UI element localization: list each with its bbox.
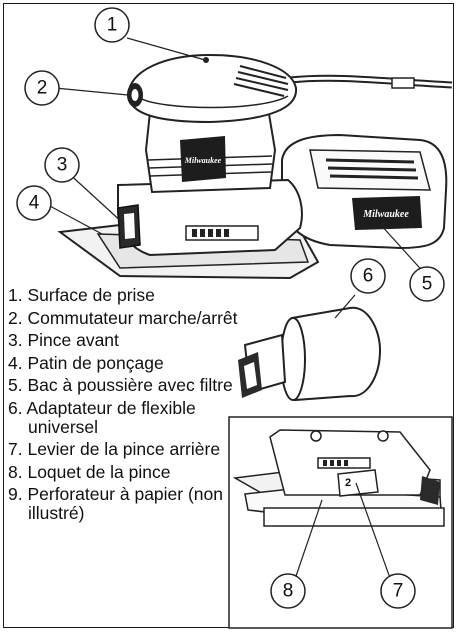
parts-list-item: 9. Perforateur à papier (non illustré) bbox=[8, 484, 223, 523]
callout-4: 4 bbox=[29, 193, 40, 214]
parts-list-item: 5. Bac à poussière avec filtre bbox=[8, 375, 233, 395]
callout-7: 7 bbox=[393, 581, 404, 602]
dust-box-logo: Milwaukee bbox=[362, 209, 409, 220]
parts-list-item: 3. Pince avant bbox=[8, 330, 119, 350]
parts-list-item: 1. Surface de prise bbox=[8, 285, 155, 305]
callout-3: 3 bbox=[57, 155, 68, 176]
sander-body bbox=[117, 178, 303, 257]
cord-strain-relief bbox=[391, 77, 415, 89]
grip-texture bbox=[233, 65, 289, 97]
parts-list-item: 2. Commutateur marche/arrêt bbox=[8, 307, 238, 328]
parts-list-item: 6. Adaptateur de flexible universel bbox=[8, 397, 196, 437]
callout-5: 5 bbox=[422, 274, 433, 295]
callout-1: 1 bbox=[107, 15, 118, 36]
housing-badge bbox=[180, 136, 226, 182]
parts-list-item: 7. Levier de la pince arrière bbox=[8, 439, 221, 459]
parts-list: 1. Surface de prise 2. Commutateur march… bbox=[8, 286, 253, 527]
callout-circles bbox=[16, 7, 445, 609]
callout-8: 8 bbox=[283, 581, 294, 602]
parts-list-item: 8. Loquet de la pince bbox=[8, 461, 171, 482]
callout-6: 6 bbox=[363, 266, 374, 287]
grip-surface bbox=[126, 53, 298, 124]
hose-adapter bbox=[238, 306, 382, 402]
lever-mark: 2 bbox=[345, 477, 351, 489]
dust-box-vents bbox=[325, 158, 419, 180]
callout-2: 2 bbox=[37, 78, 48, 99]
callout-leaders bbox=[47, 37, 428, 583]
housing-logo: Milwaukee bbox=[184, 156, 222, 165]
dust-box-badge bbox=[352, 196, 422, 230]
parts-list-item: 4. Patin de ponçage bbox=[8, 352, 164, 373]
